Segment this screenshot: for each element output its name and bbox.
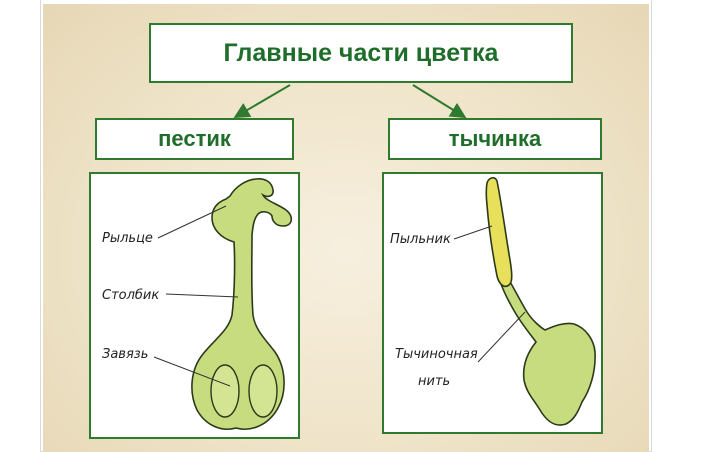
- label-ovary: Завязь: [102, 347, 148, 362]
- stamen-heading: тычинка: [388, 118, 602, 160]
- ovule-right: [248, 364, 278, 418]
- arrow-to-stamen: [412, 84, 467, 119]
- pistil-heading-text: пестик: [158, 126, 231, 151]
- pistil-heading: пестик: [95, 118, 294, 160]
- pistil-shape: [191, 178, 293, 430]
- ovule-left: [210, 364, 240, 418]
- leader-filament: [477, 311, 526, 363]
- arrow-to-pistil: [233, 84, 291, 119]
- leader-style: [165, 293, 239, 298]
- stamen-heading-text: тычинка: [448, 126, 542, 151]
- anther: [485, 177, 513, 288]
- label-filament-line2: нить: [418, 374, 450, 389]
- filament-and-receptacle: [499, 278, 596, 426]
- leader-anther: [453, 225, 493, 240]
- label-anther: Пыльник: [390, 232, 451, 247]
- diagram-title: Главные части цветка: [149, 23, 573, 83]
- label-stigma: Рыльце: [102, 231, 153, 246]
- stamen-shape: [485, 177, 596, 426]
- label-style: Столбик: [102, 288, 159, 303]
- diagram-title-text: Главные части цветка: [223, 38, 499, 67]
- label-filament-line1: Тычиночная: [395, 347, 478, 362]
- leader-ovary: [153, 356, 231, 387]
- leader-stigma: [157, 205, 227, 239]
